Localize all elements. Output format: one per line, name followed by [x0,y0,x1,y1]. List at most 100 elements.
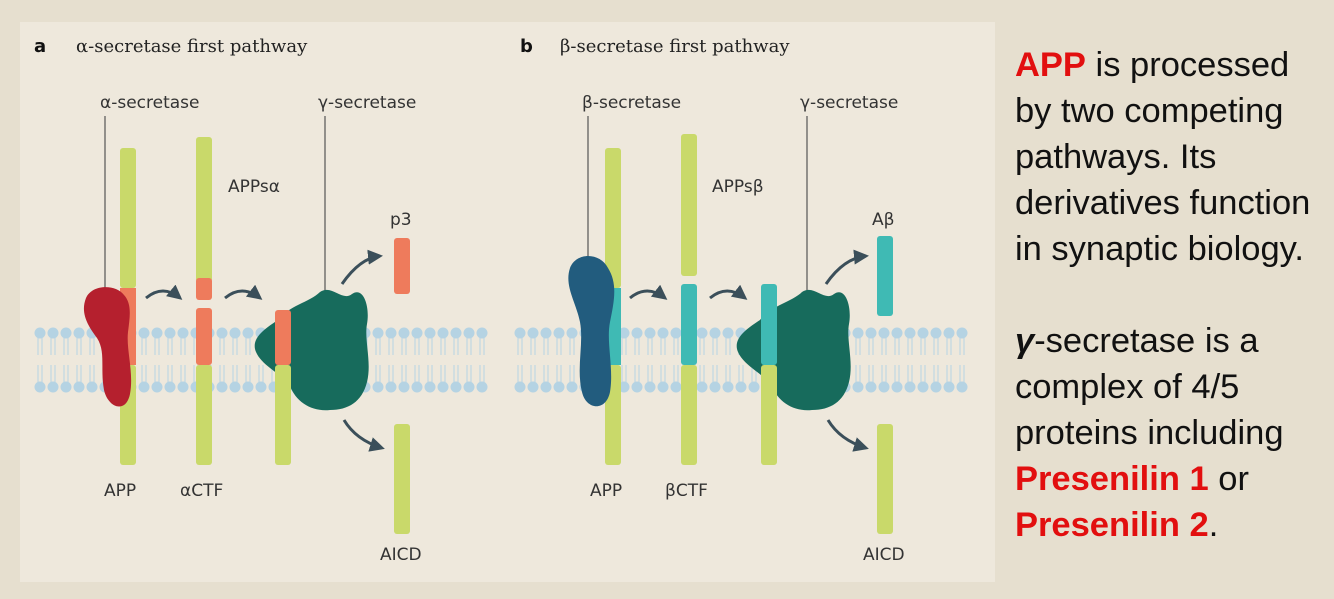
lipid-head [514,327,526,339]
lipid-head [164,381,176,393]
lipid-head [34,327,46,339]
lipid-head [618,327,630,339]
lipid-head [566,381,578,393]
or-text: or [1208,460,1249,498]
aicd-label-a: AICD [380,545,422,565]
lipid-head [229,381,241,393]
panel-a-letter: a [34,36,46,57]
presenilin-1-highlight: Presenilin 1 [1015,460,1209,498]
appsa-and-actf [196,137,212,465]
lipid-head [670,381,682,393]
p3-release-arrow [340,249,383,285]
lipid-head [865,327,877,339]
lipid-head [216,381,228,393]
lipid-head [411,381,423,393]
beta-secretase-enzyme [568,256,615,407]
actf-label: αCTF [180,481,223,501]
lipid-head [514,381,526,393]
appsb-and-bctf [681,134,697,465]
panel-a: a α-secretase first pathway α-secretase … [34,36,422,565]
lipid-head [657,327,669,339]
lipid-head [463,327,475,339]
lipid-head [878,327,890,339]
lipid-head [891,381,903,393]
lipid-head [540,327,552,339]
lipid-head [372,327,384,339]
lipid-head [138,381,150,393]
lipid-head [437,381,449,393]
lipid-head [60,381,72,393]
period-text: . [1208,506,1219,544]
lipid-head [398,327,410,339]
lipid-head [930,381,942,393]
step-arrow-a2 [224,284,263,300]
gamma-secretase-complex-a [254,289,369,411]
panel-a-title: α-secretase first pathway [76,36,308,57]
panel-b: b β-secretase first pathway β-secretase … [520,36,905,565]
lipid-head [385,381,397,393]
lipid-head [709,381,721,393]
aicd-fragment-b [877,424,893,534]
lipid-head [878,381,890,393]
lipid-head [917,327,929,339]
lipid-head [618,381,630,393]
lipid-head [657,381,669,393]
lipid-head [47,381,59,393]
lipid-head [917,381,929,393]
appsa-label: APPsα [228,177,280,197]
lipid-head [151,327,163,339]
side-paragraph-1: APP is processed by two competing pathwa… [1015,42,1330,272]
side-paragraph-1-text: is processed by two competing pathways. … [1015,46,1311,268]
aicd-label-b: AICD [863,545,905,565]
panel-b-letter: b [520,36,533,57]
lipid-head [943,327,955,339]
lipid-head [372,381,384,393]
lipid-head [73,327,85,339]
lipid-head [424,327,436,339]
aicd-release-arrow-b [826,419,869,452]
lipid-head [696,381,708,393]
lipid-head [47,327,59,339]
actf-in-gamma [275,310,291,465]
beta-secretase-label: β-secretase [582,93,681,113]
alpha-secretase-enzyme [83,287,132,407]
lipid-head [398,381,410,393]
bctf-label: βCTF [665,481,708,501]
lipid-head [437,327,449,339]
lipid-head [476,327,488,339]
lipid-head [411,327,423,339]
lipid-head [904,381,916,393]
lipid-head [86,381,98,393]
lipid-head [255,381,267,393]
abeta-fragment [877,236,893,316]
step-arrow-a1 [145,284,183,300]
lipid-head [34,381,46,393]
app-highlight: APP [1015,46,1086,84]
step-arrow-b1 [629,284,668,300]
lipid-head [424,381,436,393]
side-paragraph-2-text: -secretase is a complex of 4/5 proteins … [1015,322,1284,452]
lipid-head [852,381,864,393]
lipid-head [463,381,475,393]
bctf-in-gamma [761,284,777,465]
alpha-secretase-label: α-secretase [100,93,199,113]
lipid-head [956,381,968,393]
lipid-head [216,327,228,339]
app-label-b: APP [590,481,622,501]
gamma-symbol: γ [1015,322,1035,360]
aicd-release-arrow-a [342,419,385,452]
lipid-head [631,381,643,393]
lipid-head [527,327,539,339]
lipid-head [60,327,72,339]
lipid-head [73,381,85,393]
lipid-head [956,327,968,339]
lipid-head [852,327,864,339]
abeta-label: Aβ [872,210,894,230]
lipid-head [553,381,565,393]
abeta-release-arrow [824,249,869,285]
lipid-head [930,327,942,339]
lipid-head [242,381,254,393]
gamma-secretase-label-a: γ-secretase [318,93,416,113]
gamma-secretase-label-b: γ-secretase [800,93,898,113]
